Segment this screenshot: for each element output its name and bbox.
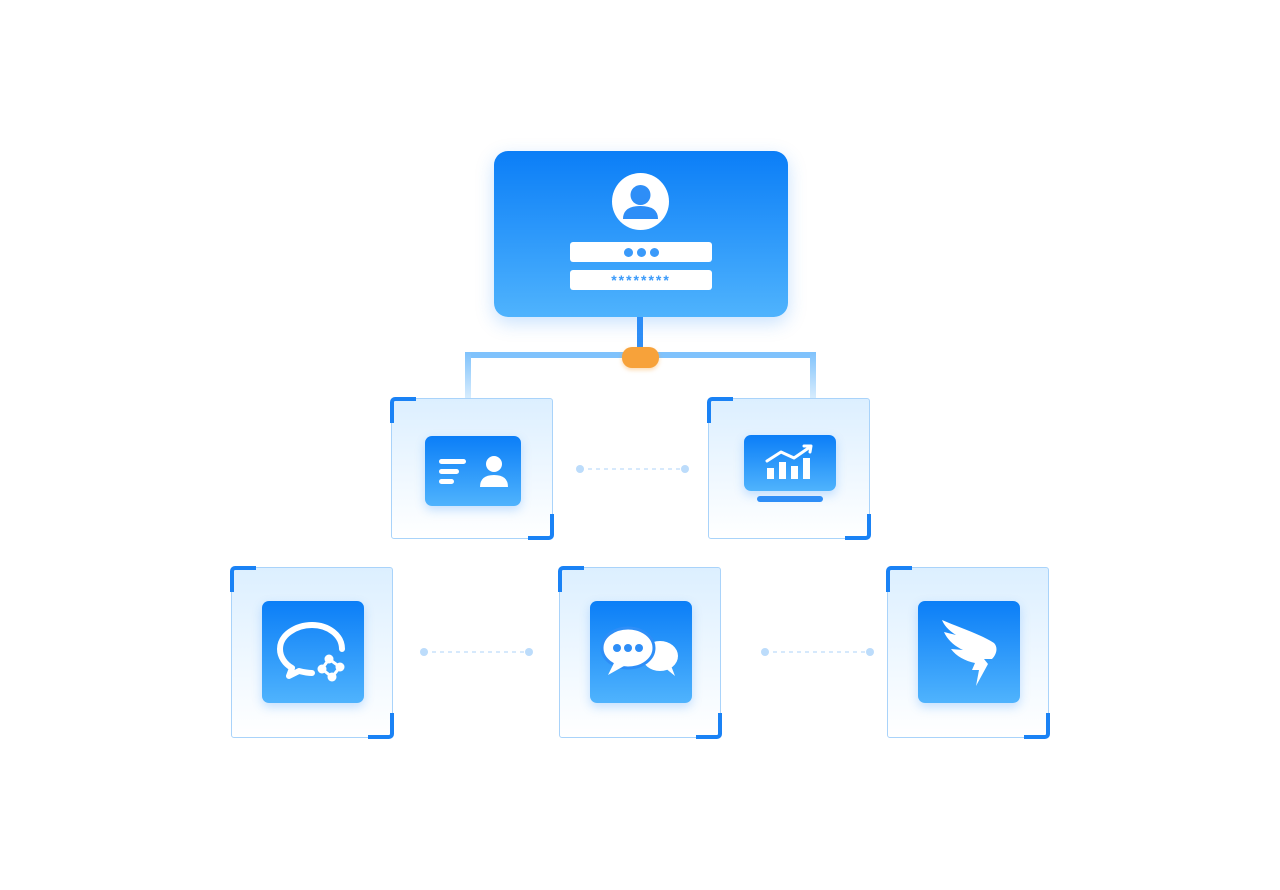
masked-username (623, 247, 659, 257)
id-card-icon (425, 436, 521, 506)
connector-node (622, 347, 659, 368)
corner-accent (845, 514, 871, 540)
module-card-analytics[interactable] (707, 397, 871, 540)
module-card-wecom[interactable] (230, 566, 394, 739)
masked-password: ******** (611, 272, 671, 288)
connector-stem (637, 317, 643, 355)
user-avatar-icon (612, 173, 669, 230)
module-card-dingtalk[interactable] (886, 566, 1050, 739)
connector-branch-right (810, 352, 816, 398)
corner-accent (886, 566, 912, 592)
corner-accent (230, 566, 256, 592)
login-panel: ******** (494, 151, 788, 317)
corner-accent (696, 713, 722, 739)
password-field[interactable]: ******** (570, 270, 712, 290)
corner-accent (1024, 713, 1050, 739)
dingtalk-wing-icon (918, 601, 1020, 703)
link-row2-right (761, 648, 874, 656)
username-field[interactable] (570, 242, 712, 262)
corner-accent (528, 514, 554, 540)
corner-accent (707, 397, 733, 423)
monitor-stand (757, 496, 823, 502)
chat-bubbles-icon (590, 601, 692, 703)
module-card-messages[interactable] (558, 566, 722, 739)
connector-branch-left (465, 352, 471, 398)
wecom-chat-icon (262, 601, 364, 703)
analytics-monitor-icon (744, 435, 836, 491)
corner-accent (390, 397, 416, 423)
module-card-id-card[interactable] (390, 397, 554, 540)
link-row2-left (420, 648, 533, 656)
corner-accent (558, 566, 584, 592)
corner-accent (368, 713, 394, 739)
link-row1 (576, 465, 689, 473)
